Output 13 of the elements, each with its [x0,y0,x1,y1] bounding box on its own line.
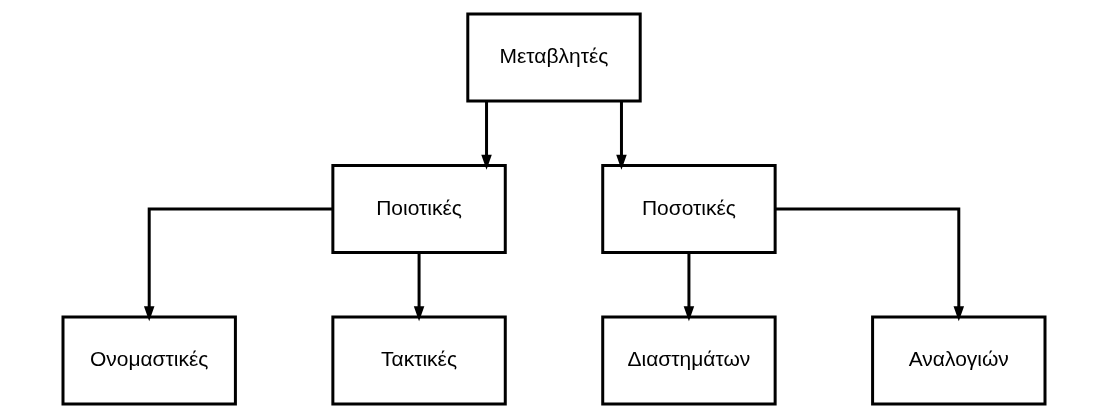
arrow [683,252,695,322]
node-box: Τακτικές [331,315,507,406]
arrow [481,101,492,170]
node-box: Ποιοτικές [331,164,507,254]
node-box: Αναλογιών [871,315,1047,406]
arrow [143,207,333,322]
arrow [775,207,965,322]
node-box: Ονομαστικές [61,315,237,406]
arrow [413,252,425,322]
node-box: Διαστημάτων [601,315,777,406]
arrow [616,101,627,170]
node-box: Μεταβλητές [466,12,642,103]
node-box: Ποσοτικές [601,164,777,254]
